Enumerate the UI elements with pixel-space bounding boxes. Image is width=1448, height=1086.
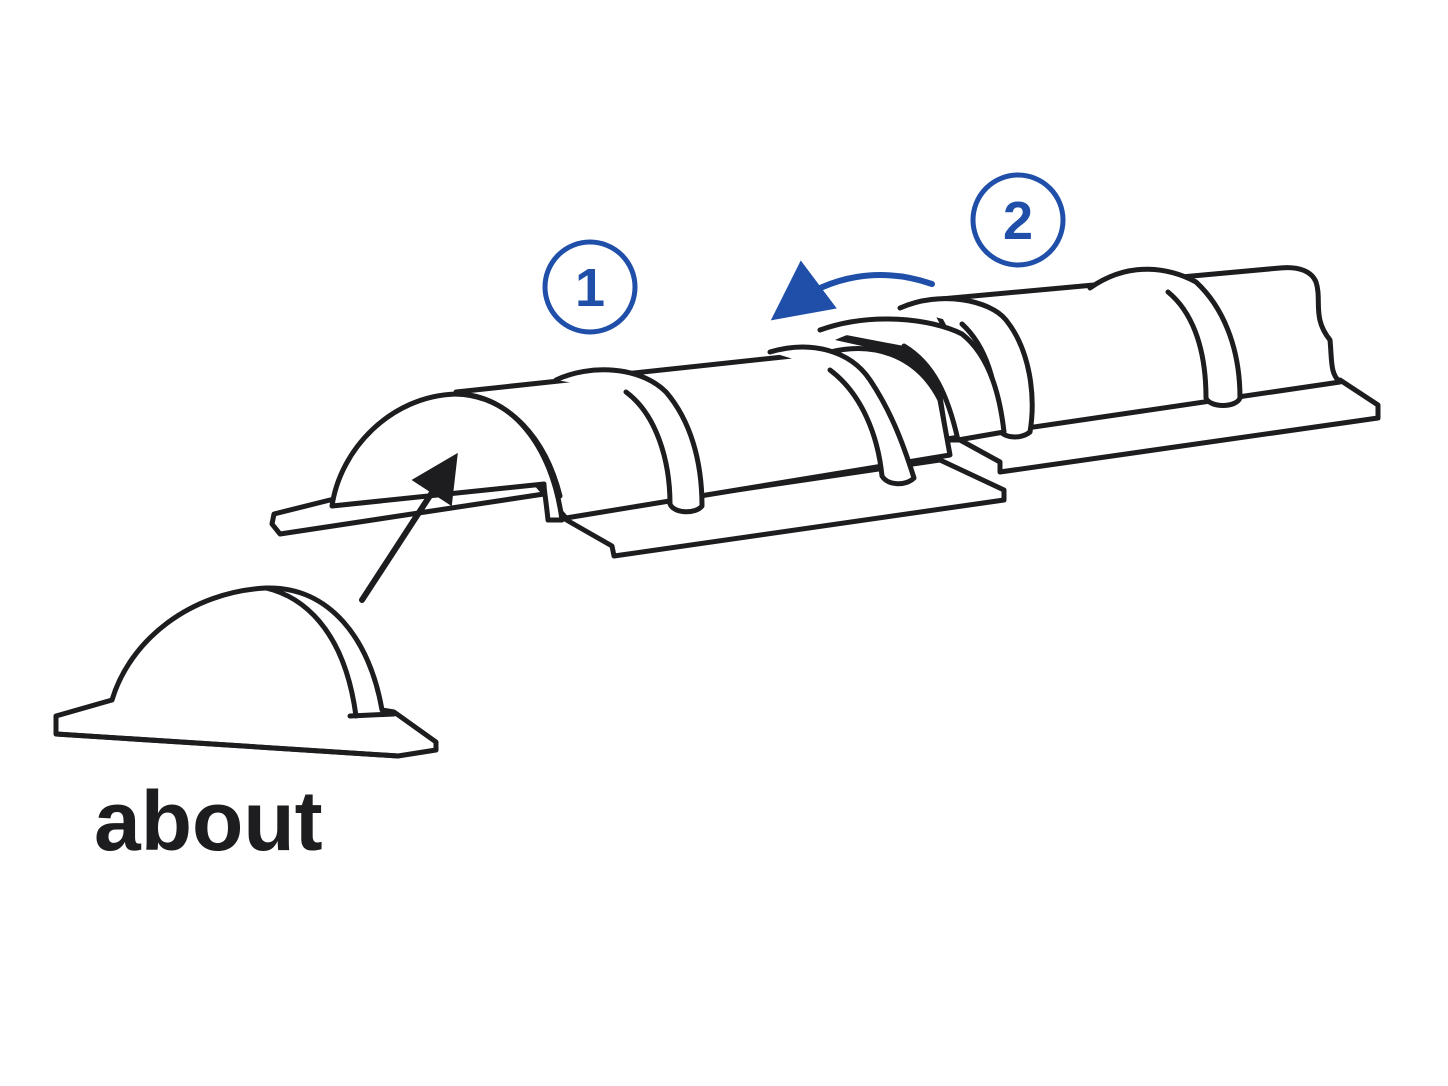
step-badge-1: 1 (542, 239, 638, 335)
loose-ridge-cap-piece (53, 585, 439, 759)
caption-text: about (94, 774, 323, 868)
step-number-1: 1 (575, 258, 605, 318)
step-badge-2: 2 (970, 172, 1066, 268)
placement-arrow (359, 452, 458, 603)
ridge-cap-front-section (269, 316, 1007, 559)
slide-arrow (770, 260, 935, 321)
step-number-2: 2 (1003, 191, 1033, 251)
